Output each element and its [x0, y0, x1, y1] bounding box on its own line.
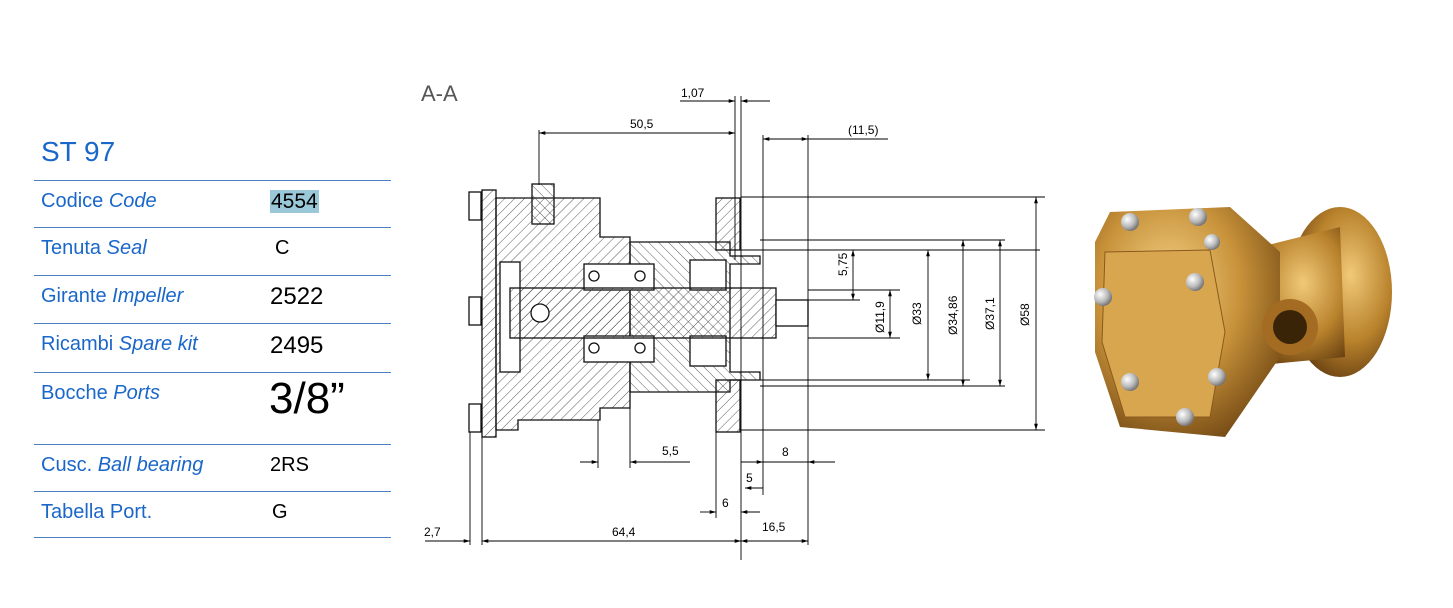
dim-58: Ø58 [1018, 303, 1032, 326]
dim-5-5: 5,5 [662, 444, 679, 458]
bolt-icon [1094, 288, 1112, 306]
spec-value-impeller: 2522 [270, 283, 324, 310]
dim-5-75: 5,75 [836, 252, 850, 276]
pump-cover [1101, 249, 1226, 418]
bolt-icon [1189, 208, 1207, 226]
spec-row-spare-kit: Ricambi Spare kit 2495 [34, 324, 391, 373]
dim-37-1: Ø37,1 [983, 297, 997, 330]
pump-section-body [468, 183, 809, 438]
spec-label-seal: Tenuta Seal [41, 237, 147, 259]
port-thread-icon [1273, 310, 1307, 344]
dim-8: 8 [782, 445, 789, 459]
spec-label-port-table: Tabella Port. [41, 501, 153, 523]
spec-row-port-table: Tabella Port. G [34, 492, 391, 538]
product-title: ST 97 [34, 132, 391, 181]
spec-row-impeller: Girante Impeller 2522 [34, 276, 391, 324]
dim-2-7: 2,7 [424, 525, 441, 539]
spec-value-code: 4554 [270, 190, 319, 213]
dim-6: 6 [722, 496, 729, 510]
spec-value-port-table: G [272, 501, 288, 523]
spec-label-ball-bearing: Cusc. Ball bearing [41, 454, 204, 476]
dim-11-9: Ø11,9 [873, 301, 887, 333]
bolt-icon [1121, 373, 1139, 391]
dim-34-86: Ø34,86 [946, 295, 960, 335]
spec-label-code: Codice Code [41, 190, 157, 212]
dim-33: Ø33 [910, 302, 924, 325]
dim-11-5: (11,5) [848, 123, 878, 137]
spec-row-code: Codice Code 4554 [34, 181, 391, 228]
spec-table: ST 97 Codice Code 4554 Tenuta Seal C Gir… [34, 132, 391, 538]
top-plug-icon [1204, 234, 1220, 250]
dim-16-5: 16,5 [762, 520, 786, 534]
spec-label-ports: Bocche Ports [41, 382, 160, 404]
dimension-lines [425, 96, 1045, 560]
bolt-icon [1208, 368, 1226, 386]
dim-1-07: 1,07 [681, 86, 705, 100]
bolt-icon [1186, 273, 1204, 291]
spec-value-ports: 3/8” [269, 374, 345, 423]
spec-row-ball-bearing: Cusc. Ball bearing 2RS [34, 445, 391, 492]
spec-label-spare-kit: Ricambi Spare kit [41, 333, 198, 355]
spec-value-seal: C [275, 237, 290, 259]
section-label: A-A [421, 81, 458, 106]
bolt-icon [1121, 213, 1139, 231]
dim-5: 5 [746, 471, 753, 485]
technical-drawing: A-A [421, 81, 1045, 560]
spec-row-ports: Bocche Ports 3/8” [34, 373, 391, 445]
dim-50-5: 50,5 [630, 117, 654, 131]
pump-photo [1094, 207, 1392, 437]
spec-row-seal: Tenuta Seal C [34, 228, 391, 276]
spec-value-ball-bearing: 2RS [270, 454, 309, 476]
spec-label-impeller: Girante Impeller [41, 285, 184, 307]
dimension-labels: 1,07 50,5 (11,5) 5,75 Ø11,9 Ø33 Ø34,86 Ø… [424, 86, 1032, 539]
bolt-icon [1176, 408, 1194, 426]
spec-value-spare-kit: 2495 [270, 332, 324, 359]
dim-64-4: 64,4 [612, 525, 636, 539]
